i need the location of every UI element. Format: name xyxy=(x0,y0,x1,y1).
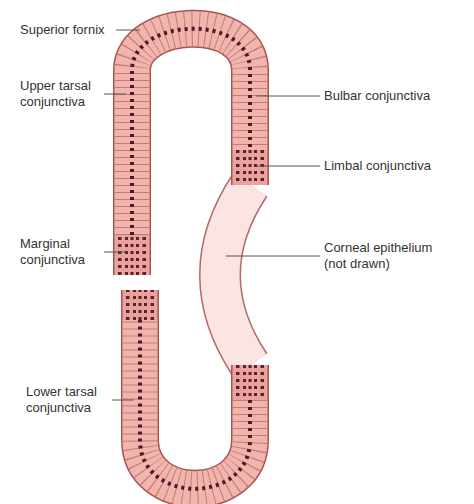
part-label: Corneal epithelium (not drawn) xyxy=(324,240,454,272)
part-label: Lower tarsal conjunctiva xyxy=(26,384,110,416)
part-label: Upper tarsal conjunctiva xyxy=(20,78,102,110)
part-label: Limbal conjunctiva xyxy=(324,158,464,174)
part-label: Bulbar conjunctiva xyxy=(324,88,464,104)
part-label: Marginal conjunctiva xyxy=(20,236,102,268)
part-label: Superior fornix xyxy=(20,22,116,38)
